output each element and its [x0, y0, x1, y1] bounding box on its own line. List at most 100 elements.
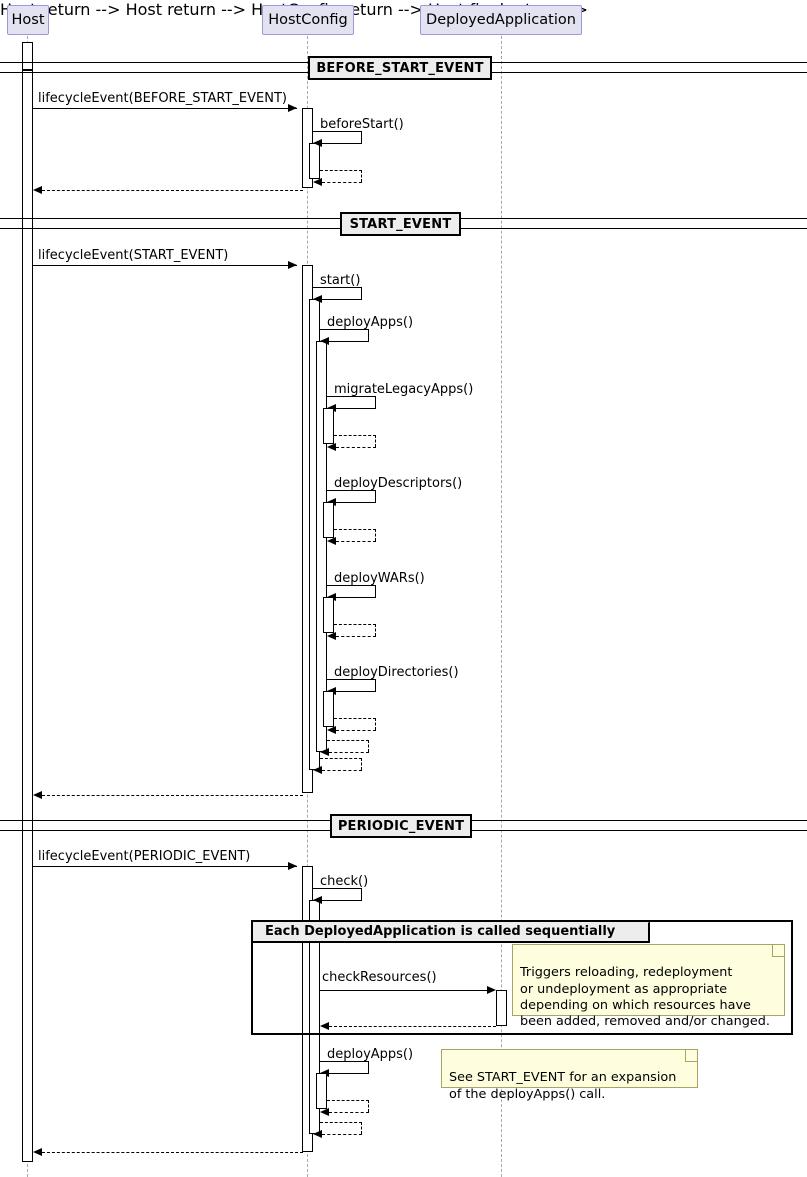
- message-line-m20-right: [361, 888, 362, 900]
- activation-hostconfig-deploydirectories: [323, 691, 334, 727]
- message-label-m23: deployApps(): [327, 1047, 414, 1062]
- message-line-m22: [329, 1026, 496, 1027]
- message-line-m11-bottom: [336, 541, 376, 542]
- message-line-m25-bottom: [322, 1134, 362, 1135]
- message-label-m19: lifecycleEvent(PERIODIC_EVENT): [38, 849, 251, 864]
- message-line-m18: [42, 795, 303, 796]
- message-arrow-m6: [313, 294, 322, 303]
- activation-hostconfig-deploydescriptors: [323, 502, 334, 538]
- message-label-m2: beforeStart(): [320, 117, 404, 132]
- message-line-m16-right: [368, 740, 369, 752]
- message-label-m6: start(): [320, 273, 361, 288]
- message-line-m5: [33, 265, 297, 266]
- message-arrow-m8: [327, 403, 336, 412]
- message-line-m9-top: [334, 435, 376, 436]
- group-sequential-header: Each DeployedApplication is called seque…: [253, 922, 650, 943]
- activation-deployedapplication-checkresources: [496, 990, 507, 1026]
- group-sequential-label: Each DeployedApplication is called seque…: [265, 924, 616, 939]
- message-line-m3-top: [320, 170, 362, 171]
- message-line-m16-bottom: [329, 752, 369, 753]
- message-line-m3-right: [361, 170, 362, 182]
- message-arrow-m24: [320, 1107, 329, 1116]
- message-line-m26: [42, 1152, 303, 1153]
- message-line-m8-top: [327, 396, 376, 397]
- note-check-resources: Triggers reloading, redeployment or unde…: [512, 944, 785, 1029]
- message-arrow-m10: [327, 497, 336, 506]
- message-arrow-m25: [313, 1129, 322, 1138]
- message-arrow-m14: [327, 686, 336, 695]
- message-line-m9-bottom: [336, 447, 376, 448]
- message-line-m24-top: [327, 1100, 369, 1101]
- message-line-m9-right: [375, 435, 376, 447]
- message-line-m15-right: [375, 718, 376, 730]
- message-line-m13-top: [334, 624, 376, 625]
- participant-deployedapplication[interactable]: DeployedApplication: [420, 5, 582, 35]
- message-label-m1: lifecycleEvent(BEFORE_START_EVENT): [38, 91, 287, 106]
- message-line-m6-top: [313, 287, 362, 288]
- participant-hostconfig[interactable]: HostConfig: [262, 5, 354, 35]
- message-line-m13-bottom: [336, 636, 376, 637]
- message-line-m1: [33, 108, 297, 109]
- message-label-m20: check(): [320, 874, 369, 889]
- message-line-m11-top: [334, 529, 376, 530]
- lifeline-deployedapplication: [501, 36, 502, 1177]
- divider-periodic-event-label: PERIODIC_EVENT: [337, 818, 465, 834]
- participant-deployedapplication-label: DeployedApplication: [426, 11, 576, 28]
- activation-host-stub: [22, 42, 33, 70]
- activation-hostconfig-beforestart-inner: [309, 143, 320, 179]
- message-label-m5: lifecycleEvent(START_EVENT): [38, 248, 229, 263]
- message-arrow-m1: [288, 103, 297, 112]
- message-line-m11-right: [375, 529, 376, 541]
- note-fold-corner-icon-2: [685, 1050, 697, 1062]
- divider-periodic-event: PERIODIC_EVENT: [330, 814, 472, 838]
- message-arrow-m9: [327, 442, 336, 451]
- activation-hostconfig-deploywars: [323, 597, 334, 633]
- message-line-m17-bottom: [322, 770, 362, 771]
- message-line-m10-right: [375, 490, 376, 502]
- message-arrow-m16: [320, 747, 329, 756]
- message-line-m24-bottom: [329, 1112, 369, 1113]
- group-sequential-frame: [251, 920, 793, 1035]
- message-label-m10: deployDescriptors(): [334, 476, 463, 491]
- message-line-m23-bottom: [329, 1073, 369, 1074]
- message-arrow-m21: [487, 985, 496, 994]
- message-arrow-m26: [33, 1147, 42, 1156]
- message-line-m2-right: [361, 131, 362, 143]
- message-line-m2-top: [313, 131, 362, 132]
- group-header-notch-icon: [631, 922, 649, 941]
- message-arrow-m22: [320, 1021, 329, 1030]
- message-arrow-m13: [327, 631, 336, 640]
- message-arrow-m18: [33, 790, 42, 799]
- message-line-m6-right: [361, 287, 362, 299]
- message-line-m16-top: [327, 740, 369, 741]
- message-line-m7-bottom: [329, 341, 369, 342]
- message-arrow-m2: [313, 138, 322, 147]
- divider-start-event-label: START_EVENT: [349, 216, 452, 232]
- note-deploy-apps-text: See START_EVENT for an expansion of the …: [449, 1070, 677, 1102]
- message-line-m13-right: [375, 624, 376, 636]
- message-line-m15-top: [334, 718, 376, 719]
- message-arrow-m20: [313, 895, 322, 904]
- message-arrow-m7: [320, 336, 329, 345]
- message-arrow-m11: [327, 536, 336, 545]
- message-line-m17-right: [361, 758, 362, 770]
- participant-host[interactable]: Host: [7, 5, 49, 35]
- activation-hostconfig-periodic-deployapps: [316, 1073, 327, 1109]
- message-line-m8-bottom: [336, 408, 376, 409]
- message-line-m2-bottom: [322, 143, 362, 144]
- message-arrow-m17: [313, 765, 322, 774]
- divider-before-start-event: BEFORE_START_EVENT: [308, 56, 492, 80]
- message-line-m12-top: [327, 585, 376, 586]
- message-line-m7-right: [368, 329, 369, 341]
- message-line-m20-top: [313, 888, 362, 889]
- message-line-m8-right: [375, 396, 376, 408]
- message-arrow-m5: [288, 260, 297, 269]
- activation-host-main: [22, 70, 33, 1162]
- message-line-m21: [320, 990, 487, 991]
- divider-before-start-event-label: BEFORE_START_EVENT: [316, 60, 484, 76]
- message-line-m15-bottom: [336, 730, 376, 731]
- message-line-m24-right: [368, 1100, 369, 1112]
- message-label-m12: deployWARs(): [334, 571, 425, 586]
- message-line-m23-right: [368, 1061, 369, 1073]
